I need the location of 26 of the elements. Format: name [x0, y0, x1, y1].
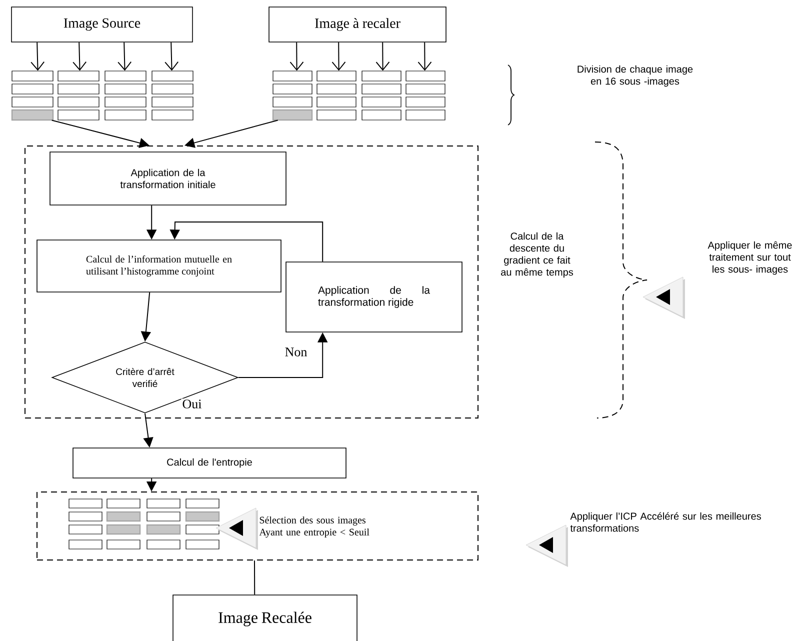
- annotation-text: Calcul de la descente du gradient ce fait au même temps: [501, 232, 574, 278]
- arrow: [30, 42, 45, 71]
- arrow: [72, 42, 87, 71]
- process-box: Image Source: [11, 6, 193, 42]
- arrow: [164, 42, 179, 71]
- sub-image-grid: [272, 70, 446, 121]
- process-box: Application de la transformation rigide: [286, 262, 462, 332]
- dashed-frame: Sélection des sous images Ayant une entropie < Seuil: [36, 492, 478, 560]
- process-box: Calcul de l'entropie: [72, 448, 346, 478]
- arrow: [418, 42, 432, 71]
- annotation-text: Division de chaque image en 16 sous -images: [578, 65, 693, 87]
- connector-line: [254, 560, 256, 596]
- process-box: Image Recalée: [172, 594, 358, 641]
- arrow: [118, 42, 132, 71]
- process-box: Application de la transformation initiale: [50, 152, 286, 206]
- process-box: Calcul de l’information mutuelle en utilisant l’histogramme conjoint: [36, 240, 282, 292]
- edge-label: Oui: [181, 398, 203, 410]
- sub-image-grid: [11, 70, 194, 121]
- arrow: [332, 42, 346, 71]
- arrow: [290, 42, 304, 71]
- edge-label: Non: [284, 346, 308, 358]
- arrow: [376, 42, 390, 71]
- dashed-frame: [24, 146, 478, 418]
- annotation-text: Appliquer le même traitement sur tout les sous- images: [708, 241, 792, 275]
- annotation-text: Appliquer l’ICP Accéléré sur les meilleures transformations: [570, 512, 761, 532]
- process-box: Image à recaler: [268, 6, 446, 42]
